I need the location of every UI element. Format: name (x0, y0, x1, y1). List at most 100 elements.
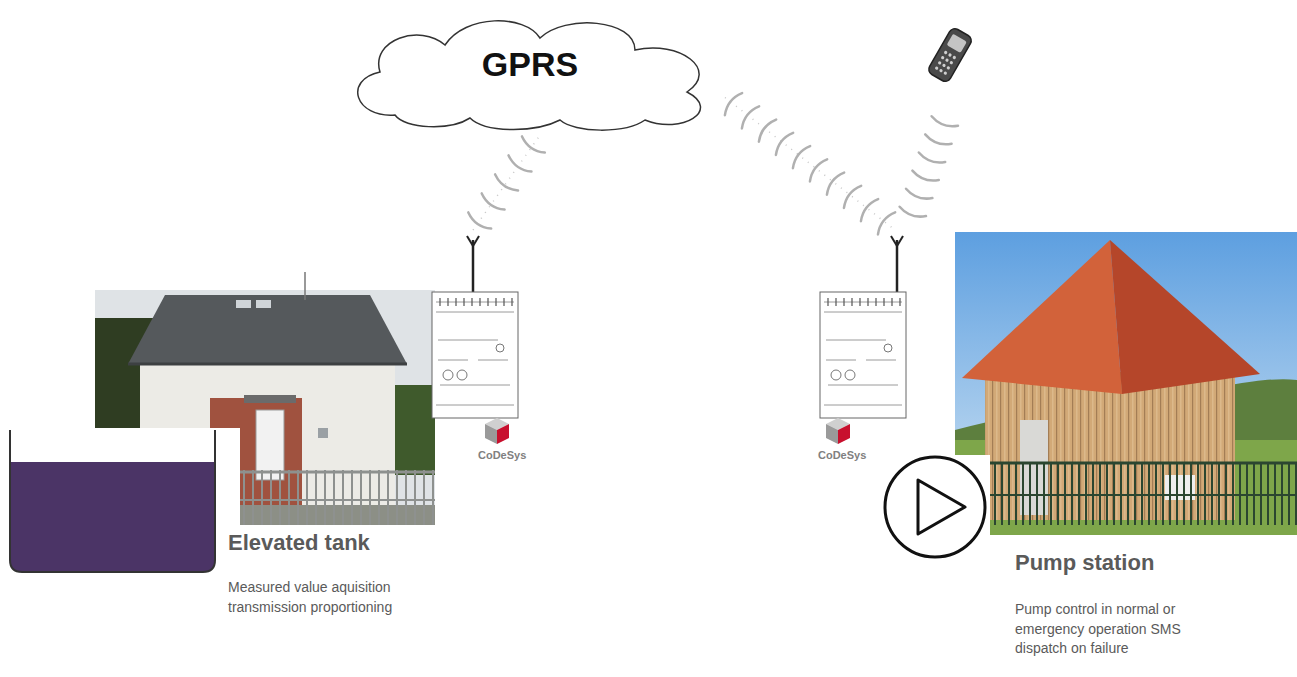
mobile-phone-icon (943, 50, 947, 54)
controller-sketch (457, 370, 467, 380)
radio-waves (468, 136, 545, 228)
pump-symbol (878, 455, 990, 561)
controller-sketch (820, 292, 906, 418)
radio-waves (925, 134, 951, 144)
pump-symbol (878, 455, 990, 561)
controller-sketch (443, 370, 453, 380)
radio-waves (919, 153, 945, 163)
tank-house-photo (236, 300, 251, 308)
tank-house-photo (128, 295, 407, 364)
radio-wave (793, 146, 810, 168)
tank-symbol (10, 430, 215, 572)
controller-sketch (891, 236, 897, 246)
controller-sketch (826, 424, 838, 444)
controller-sketch (485, 424, 497, 444)
mobile-phone-icon (946, 66, 950, 70)
tank-house-photo (244, 395, 296, 403)
pump-house-photo (955, 462, 1297, 465)
radio-wave (495, 174, 518, 190)
site-heading: Pump station (1015, 550, 1285, 576)
network-label: GPRS (482, 45, 578, 84)
radio-wave (742, 106, 759, 128)
mobile-phone-icon (939, 68, 943, 72)
tank-house-photo (256, 410, 284, 480)
controller-sketch (896, 240, 899, 292)
mobile-phone-icon (945, 58, 949, 62)
radio-wave (509, 155, 532, 171)
radio-waves (725, 93, 895, 234)
roof-antenna (304, 272, 306, 300)
site-description: Measured value aquisition transmission p… (228, 578, 408, 617)
controller-sketch (897, 236, 903, 246)
controller-sketch (472, 240, 475, 292)
site-node: Elevated tankMeasured value aquisition t… (0, 230, 525, 650)
radio-wave (759, 120, 776, 142)
wireless-link (473, 135, 540, 230)
controller-sketch (467, 236, 473, 246)
controller-sketch (436, 302, 514, 405)
controller-sketch (497, 424, 509, 444)
mobile-phone-icon (927, 26, 974, 83)
radio-wave (861, 199, 878, 221)
radio-wave (482, 193, 505, 209)
tank-symbol (10, 462, 215, 572)
brand-label: CoDeSys (818, 449, 866, 461)
controller-sketch (845, 370, 855, 380)
mobile-phone-icon (940, 56, 944, 60)
mobile-phone-icon (927, 26, 974, 83)
mobile-phone-icon (942, 63, 946, 67)
controller-sketch (820, 236, 906, 444)
tank-house-photo (240, 470, 435, 525)
radio-waves (900, 116, 958, 216)
mobile-phone-icon (934, 66, 938, 70)
pump-house-photo (955, 494, 1297, 496)
radio-wave (844, 186, 861, 208)
controller-sketch (432, 292, 518, 418)
pump-house-photo (955, 232, 1297, 535)
pump-house-photo (1110, 240, 1260, 394)
controller-sketch (838, 424, 850, 444)
radio-wave (468, 212, 491, 228)
radio-wave (725, 93, 742, 115)
pump-house-photo (955, 232, 1297, 535)
radio-waves (932, 116, 958, 126)
radio-waves (900, 207, 926, 217)
site-description: Pump control in normal or emergency oper… (1015, 600, 1195, 659)
pump-symbol (918, 480, 965, 534)
radio-wave (827, 173, 844, 195)
controller-sketch (440, 298, 512, 306)
radio-waves (912, 171, 938, 181)
network-cloud: GPRS (335, 10, 725, 135)
controller-sketch (884, 344, 892, 352)
controller-sketch (824, 302, 902, 405)
radio-wave (810, 159, 827, 181)
mobile-phone-icon (947, 34, 967, 53)
controller-sketch (831, 370, 841, 380)
pump-house-photo (955, 462, 1297, 525)
radio-wave (878, 212, 895, 234)
brand-label: CoDeSys (478, 449, 526, 461)
tank-house-photo (240, 499, 435, 501)
tank-house-photo (128, 363, 407, 366)
mobile-phone-icon (937, 61, 941, 65)
mobile-phone-icon (943, 71, 947, 75)
controller-sketch (496, 344, 504, 352)
tank-house-photo (256, 300, 271, 308)
controller-sketch (473, 236, 479, 246)
pump-house-photo (962, 240, 1122, 394)
radio-wave (522, 136, 545, 152)
cloud-outline (358, 21, 701, 130)
site-heading: Elevated tank (228, 530, 518, 556)
tank-house-photo (318, 428, 328, 438)
mobile-phone-icon (952, 55, 956, 59)
controller-sketch (828, 298, 900, 306)
controller-sketch (432, 236, 518, 444)
tank-symbol (6, 428, 240, 572)
pump-symbol (885, 457, 985, 557)
radio-wave (776, 133, 793, 155)
mobile-phone-icon (948, 53, 952, 57)
tank-house-photo (240, 471, 435, 474)
wireless-link (725, 98, 895, 231)
radio-waves (906, 189, 932, 199)
